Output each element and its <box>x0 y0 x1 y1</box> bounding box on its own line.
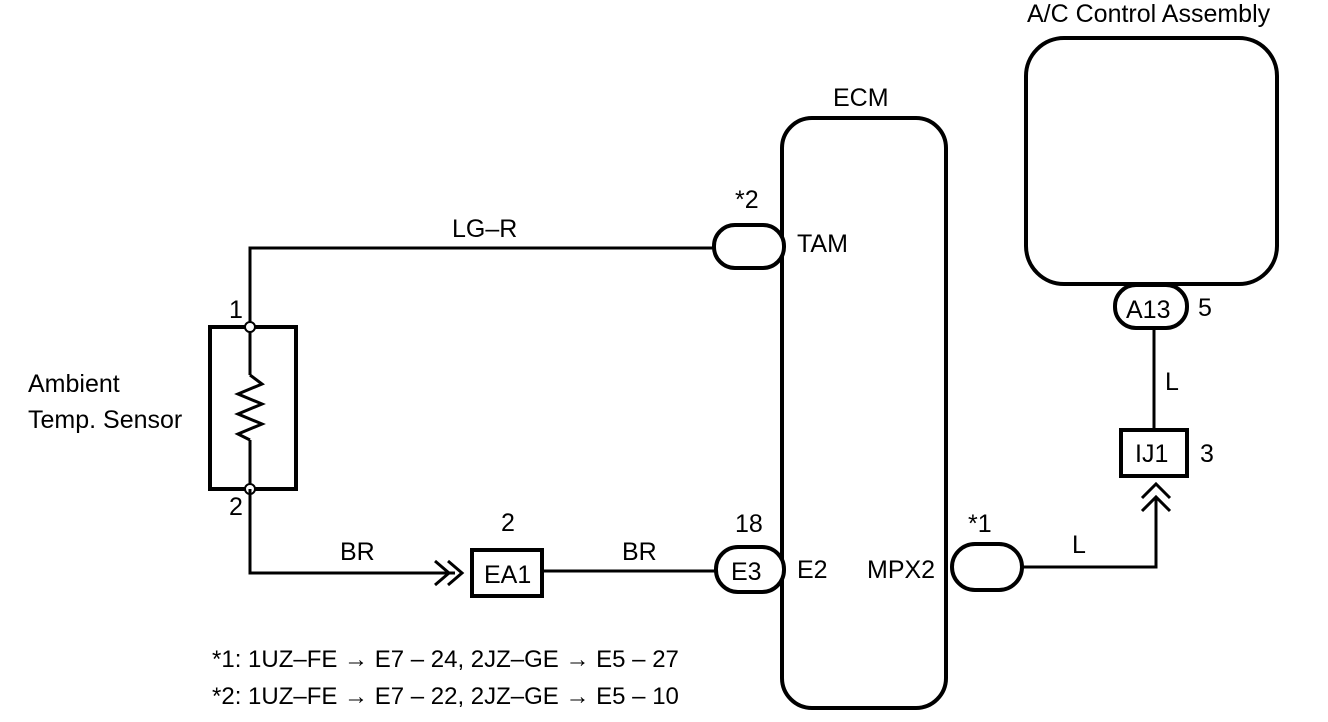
ea1-label: EA1 <box>484 561 531 589</box>
a13-label: A13 <box>1126 296 1170 324</box>
ecm-label: ECM <box>833 84 889 112</box>
mpx2-note: *1 <box>968 510 992 538</box>
sensor-pin-1: 1 <box>229 296 243 324</box>
ecm-box <box>780 116 948 710</box>
a13-pin: 5 <box>1198 294 1212 322</box>
ij1-arrow-outer-icon <box>1140 494 1172 513</box>
tam-connector <box>712 223 786 270</box>
ea1-connector <box>470 548 544 598</box>
a13-connector <box>1113 283 1189 330</box>
e2-pin-label: E2 <box>797 556 828 584</box>
ij1-arrow-inner-icon <box>1140 481 1172 500</box>
sensor-label-line1: Ambient <box>28 370 120 398</box>
ea1-arrow-outer-icon <box>434 559 452 587</box>
sensor-terminal-1 <box>244 321 256 333</box>
ij1-connector <box>1119 428 1189 478</box>
ac-control-assembly-box <box>1024 36 1279 286</box>
tam-note: *2 <box>735 186 759 214</box>
ij1-pin: 3 <box>1200 440 1214 468</box>
ea1-arrow-inner-icon <box>447 559 465 587</box>
ac-control-assembly-label: A/C Control Assembly <box>1027 0 1271 28</box>
footnote-1: *1: 1UZ–FE → E7 – 24, 2JZ–GE → E5 – 27 <box>212 646 679 673</box>
resistor-icon <box>234 373 266 442</box>
wire-l-horizontal <box>1022 497 1158 569</box>
wire-lg-r <box>248 246 715 327</box>
mpx2-pin-label: MPX2 <box>867 556 935 584</box>
e3-label: E3 <box>731 558 762 586</box>
sensor-label-line2: Temp. Sensor <box>28 406 182 434</box>
ea1-pin: 2 <box>501 509 515 537</box>
mpx2-connector <box>950 542 1024 592</box>
wire-lg-r-label: LG–R <box>452 215 517 243</box>
ij1-label: IJ1 <box>1135 440 1168 468</box>
e3-connector <box>714 545 786 594</box>
wire-br-left <box>248 489 455 575</box>
sensor-pin-2: 2 <box>229 493 243 521</box>
tam-pin-label: TAM <box>797 230 848 258</box>
wire-l-vertical-label: L <box>1165 368 1179 396</box>
wire-br-left-label: BR <box>340 538 375 566</box>
wire-l-horizontal-label: L <box>1072 531 1086 559</box>
footnote-2: *2: 1UZ–FE → E7 – 22, 2JZ–GE → E5 – 10 <box>212 683 679 710</box>
e2-pin-number: 18 <box>735 510 763 538</box>
wire-br-right-label: BR <box>622 538 657 566</box>
